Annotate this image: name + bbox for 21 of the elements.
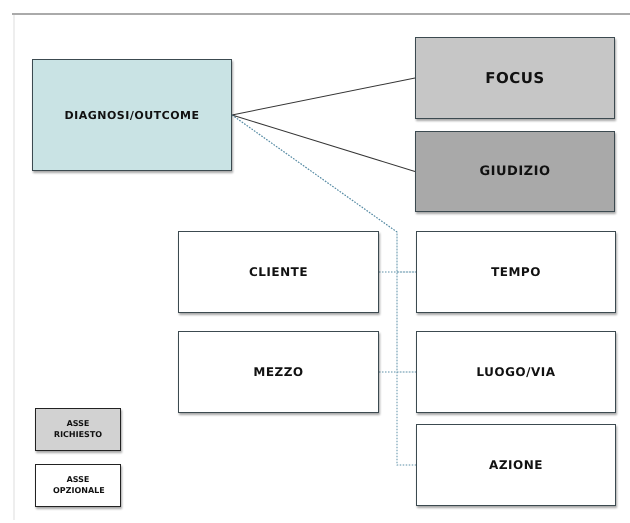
connector-line [232,78,416,116]
legend-label: ASSE RICHIESTO [53,419,103,440]
box-label: FOCUS [485,69,545,87]
category-box [32,59,232,171]
category-box [178,231,379,313]
connector-line [232,114,416,172]
category-box [415,131,615,212]
box-label: LUOGO/VIA [476,365,556,379]
category-box [415,37,615,119]
category-box [416,231,616,313]
box-label: GIUDIZIO [479,164,550,179]
box-label: AZIONE [489,458,543,472]
box-label: TEMPO [491,265,541,279]
legend-label: ASSE OPZIONALE [53,475,103,496]
category-box [178,331,379,413]
box-label: DIAGNOSI/OUTCOME [64,108,200,122]
dotted-connector [232,114,416,466]
category-box [416,424,616,506]
category-box [416,331,616,413]
box-label: CLIENTE [248,265,308,279]
box-label: MEZZO [253,365,304,379]
